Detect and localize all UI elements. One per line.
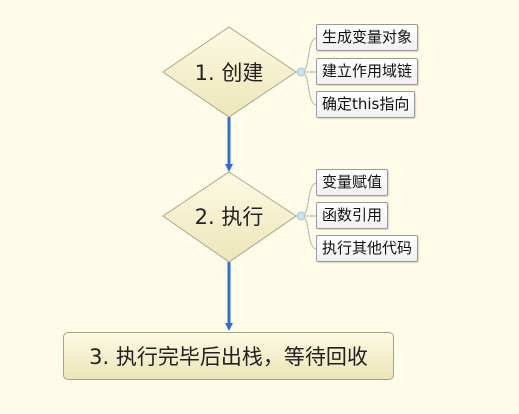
step1-child-box: 生成变量对象 [316, 24, 419, 51]
step2-child-box: 函数引用 [316, 202, 389, 229]
step2-child-box: 变量赋值 [316, 169, 389, 196]
step3-box: 3. 执行完毕后出栈，等待回收 [63, 332, 394, 380]
step1-child-box: 建立作用域链 [316, 58, 419, 85]
step2-connector-dot [296, 211, 306, 221]
step3-label: 3. 执行完毕后出栈，等待回收 [89, 345, 368, 369]
step1-child-box: 确定this指向 [316, 91, 416, 118]
step1-connector-dot [296, 67, 306, 77]
step2-label: 2. 执行 [194, 205, 264, 229]
step2-diamond [162, 171, 297, 263]
step1-label: 1. 创建 [194, 61, 264, 85]
step1-diamond [162, 26, 297, 118]
step2-child-box: 执行其他代码 [316, 235, 419, 262]
